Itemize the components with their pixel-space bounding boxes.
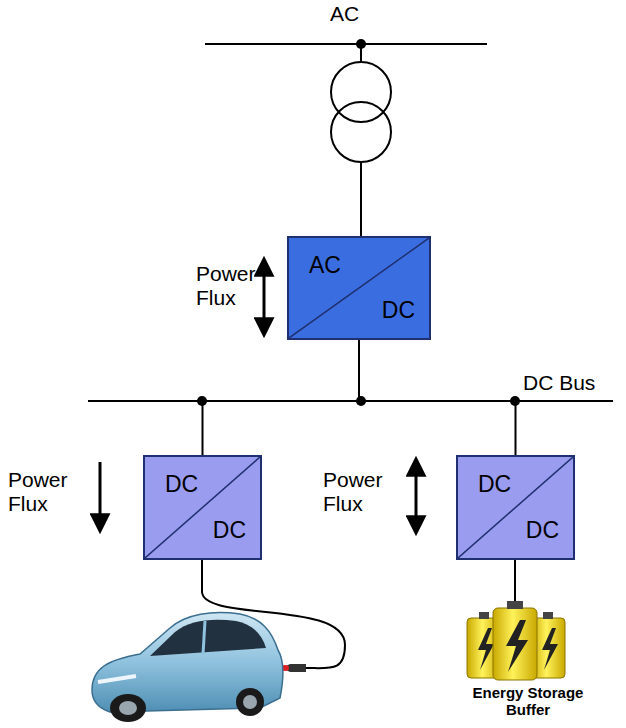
wire (360, 44, 362, 62)
bus-connector (359, 340, 516, 455)
power-flux-arrow (99, 462, 102, 530)
output-side-label: DC (526, 519, 559, 542)
converter-diagonal (458, 457, 573, 558)
ac-bus (205, 43, 487, 45)
text-label: Power Flux (8, 468, 68, 516)
converter-box: DC DC (456, 455, 575, 560)
text-label: Energy Storage Buffer (458, 684, 598, 719)
text-label: DC Bus (523, 371, 595, 395)
converter-box: AC DC (287, 236, 431, 340)
converter-box: DC DC (143, 455, 262, 560)
transformer-coil (331, 62, 391, 122)
power-flux-arrow (415, 460, 418, 532)
wire (514, 560, 516, 608)
output-side-label: DC (213, 519, 246, 542)
electric-car (92, 613, 283, 722)
text-label: Power Flux (196, 262, 256, 310)
output-side-label: DC (382, 299, 415, 322)
converter-diagonal (145, 457, 260, 558)
text-label: Power Flux (323, 468, 383, 516)
input-side-label: DC (165, 473, 198, 496)
input-side-label: AC (309, 254, 341, 277)
bus-connector (203, 340, 360, 455)
battery-pack (467, 601, 565, 680)
transformer-coil (331, 102, 391, 162)
wire (360, 162, 362, 236)
converter-diagonal (289, 238, 429, 338)
text-label: AC (330, 2, 359, 26)
power-flux-arrow (263, 260, 266, 334)
input-side-label: DC (478, 473, 511, 496)
